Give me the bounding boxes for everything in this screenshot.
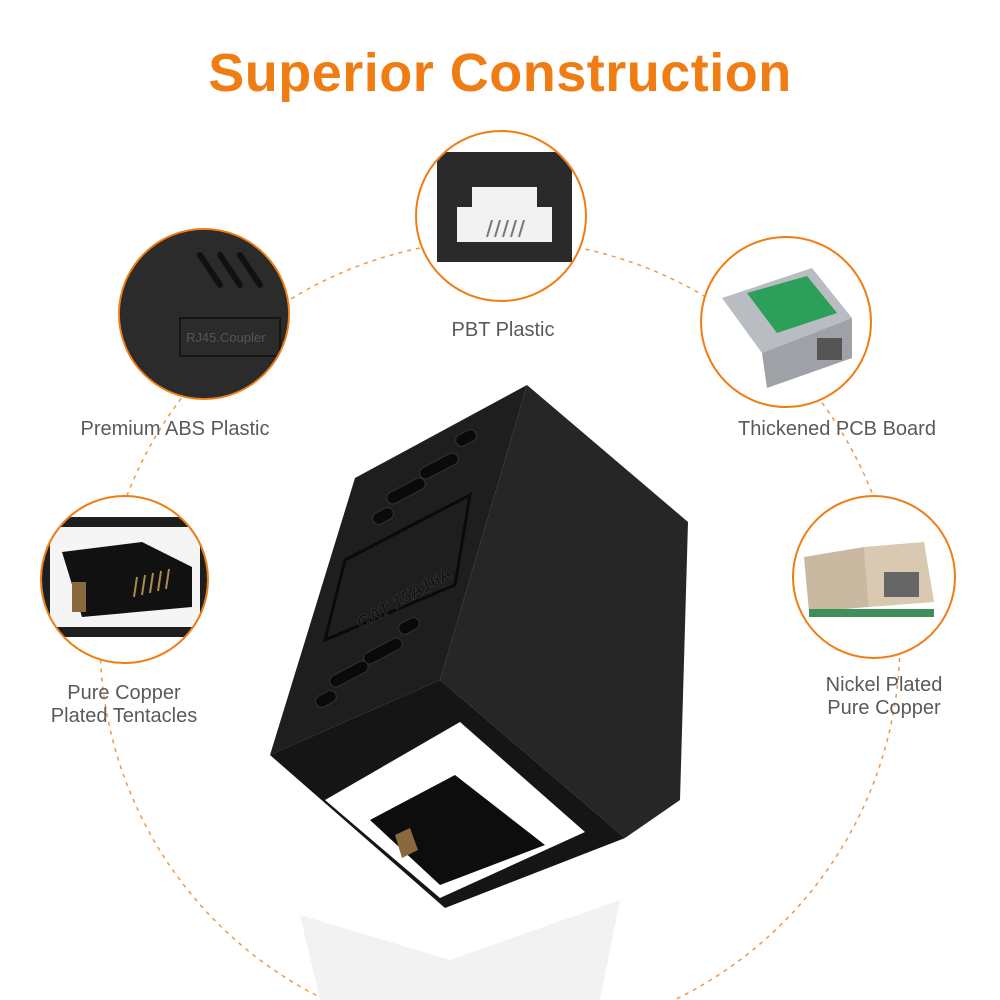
feature-label-nickel: Nickel Plated Pure Copper (826, 674, 943, 720)
feature-circle-pcb (700, 236, 872, 408)
feature-circle-abs: RJ45.Coupler (118, 228, 290, 400)
port-contacts-closeup-icon (42, 517, 207, 637)
feature-label-pbt: PBT Plastic (451, 319, 555, 341)
feature-label-nickel-line1: Nickel Plated (825, 674, 943, 696)
port-socket (370, 775, 545, 885)
coupler-housing-closeup-icon: RJ45.Coupler (120, 230, 288, 398)
coupler-left-face (270, 385, 527, 755)
coupler-right-face (440, 385, 688, 838)
feature-label-copper: Pure Copper Plated Tentacles (51, 682, 197, 728)
feature-label-nickel-line2: Pure Copper (827, 697, 941, 719)
vent-slots (315, 429, 477, 708)
feature-circle-nickel (792, 495, 956, 659)
housing-engraving: RJ45.Coupler (186, 330, 266, 345)
shielded-jack-closeup-icon (804, 542, 934, 617)
rj45-coupler: CAT 15A16A (270, 385, 688, 908)
engraving-panel (322, 492, 472, 643)
feature-circle-pbt (415, 130, 587, 302)
feature-label-abs: Premium ABS Plastic (80, 418, 270, 440)
rj45-port-closeup-icon (437, 152, 572, 262)
feature-circle-copper (40, 495, 209, 664)
port-gold-contact (395, 828, 418, 858)
page-title: Superior Construction (208, 43, 792, 103)
product-reflection (300, 900, 620, 1000)
pcb-board-closeup-icon (722, 268, 852, 388)
feature-label-copper-line1: Pure Copper (67, 682, 181, 704)
feature-label-pcb: Thickened PCB Board (738, 418, 936, 440)
feature-label-copper-line2: Plated Tentacles (50, 705, 198, 727)
